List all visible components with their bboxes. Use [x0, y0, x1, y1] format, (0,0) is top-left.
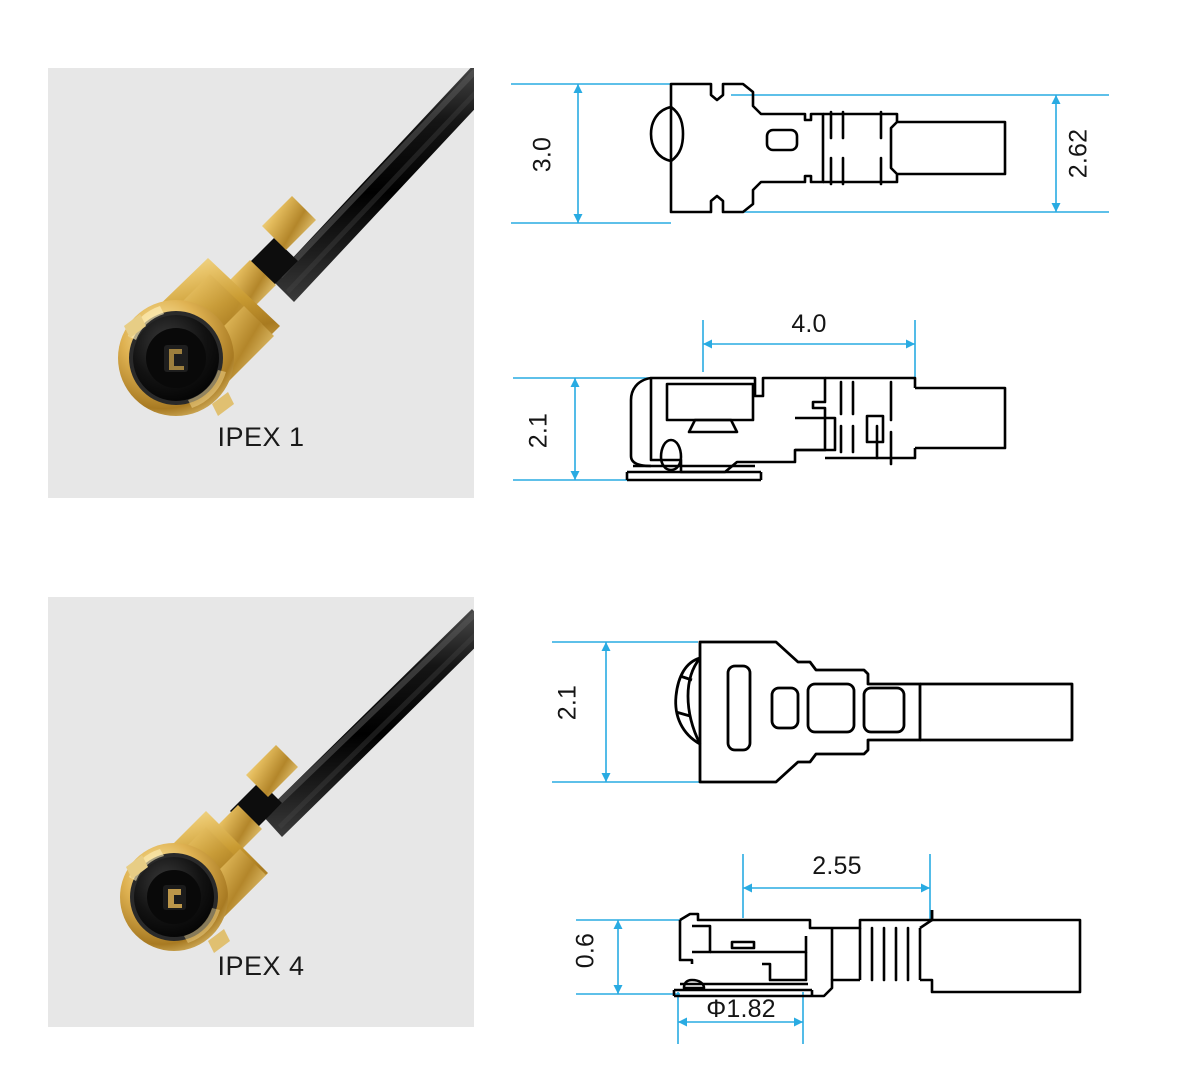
ipex1-caption: IPEX 1 — [217, 422, 305, 452]
ipex1-dim-3-0: 3.0 — [528, 136, 557, 173]
ipex1-dim-2-1: 2.1 — [524, 412, 553, 449]
ipex1-photo-panel: IPEX 1 — [48, 68, 474, 498]
ipex4-photo-panel: IPEX 4 — [48, 597, 474, 1027]
ipex1-side-outline — [625, 376, 1007, 482]
ipex1-side-view-drawing: 2.1 4.0 — [505, 300, 1115, 510]
dimension-lines — [513, 320, 916, 481]
ipex1-top-view-drawing: 3.0 2.62 — [505, 62, 1115, 237]
ipex4-dim-0-6: 0.6 — [571, 932, 600, 969]
ipex4-top-view-drawing: 2.1 — [520, 612, 1130, 797]
ipex4-top-outline — [674, 640, 1074, 784]
ipex1-connector-photo — [48, 68, 474, 498]
ipex4-side-outline — [672, 910, 1082, 998]
dimension-lines — [576, 854, 931, 1044]
ipex1-top-outline — [649, 82, 1007, 214]
dimension-lines — [511, 83, 1109, 224]
ipex1-dim-2-62: 2.62 — [1064, 128, 1093, 179]
ipex4-dim-phi-1-82: Φ1.82 — [706, 995, 776, 1023]
ipex4-dim-2-1: 2.1 — [553, 684, 582, 721]
ipex4-dim-2-55: 2.55 — [812, 852, 862, 880]
ipex4-caption: IPEX 4 — [217, 951, 305, 981]
ipex4-side-view-drawing: 2.55 0.6 Φ1.82 — [540, 832, 1150, 1047]
ipex4-connector-photo — [48, 597, 474, 1027]
ipex1-dim-4-0: 4.0 — [791, 310, 827, 338]
dimension-lines — [552, 641, 702, 783]
